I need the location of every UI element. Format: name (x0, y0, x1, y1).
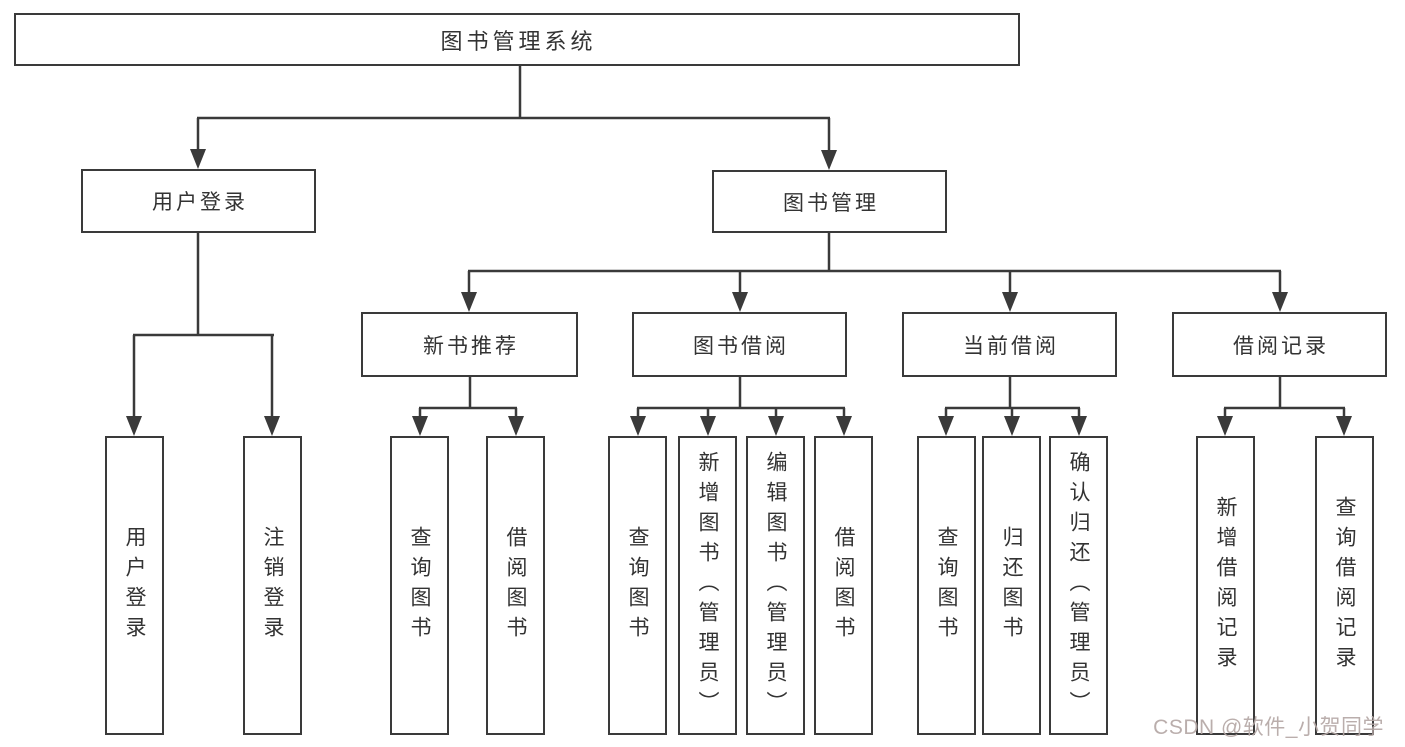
leaf-borrow-books-label: 借阅图书 (832, 525, 855, 646)
node-book-management-label: 图书管理 (783, 191, 879, 215)
node-new-book-recommend: 新书推荐 (361, 312, 578, 377)
leaf-add-borrow-record: 新增借阅记录 (1196, 436, 1255, 735)
node-user-login: 用户登录 (81, 169, 316, 233)
leaf-logout: 注销登录 (243, 436, 302, 735)
leaf-query-borrow-record-label: 查询借阅记录 (1333, 495, 1356, 676)
node-current-borrow: 当前借阅 (902, 312, 1117, 377)
leaf-user-login-label: 用户登录 (123, 525, 146, 646)
node-new-book-recommend-label: 新书推荐 (423, 334, 519, 358)
leaf-query-books-newbooks-label: 查询图书 (408, 525, 431, 646)
leaf-query-books-newbooks: 查询图书 (390, 436, 449, 735)
leaf-borrow-books-newbooks: 借阅图书 (486, 436, 545, 735)
node-book-borrow-label: 图书借阅 (693, 334, 789, 358)
node-root-label: 图书管理系统 (440, 28, 597, 54)
node-user-login-label: 用户登录 (152, 191, 248, 214)
node-current-borrow-label: 当前借阅 (963, 334, 1059, 358)
leaf-query-borrow-record: 查询借阅记录 (1315, 436, 1374, 735)
leaf-query-books-borrow: 查询图书 (608, 436, 667, 735)
node-root: 图书管理系统 (14, 13, 1020, 66)
node-book-borrow: 图书借阅 (632, 312, 847, 377)
leaf-confirm-return-admin-label: 确认归还（管理员） (1067, 450, 1090, 721)
leaf-borrow-books: 借阅图书 (814, 436, 873, 735)
leaf-logout-label: 注销登录 (261, 525, 284, 646)
leaf-user-login: 用户登录 (105, 436, 164, 735)
leaf-edit-books-admin: 编辑图书（管理员） (746, 436, 805, 735)
leaf-add-borrow-record-label: 新增借阅记录 (1214, 495, 1237, 676)
leaf-add-books-admin: 新增图书（管理员） (678, 436, 737, 735)
leaf-return-books: 归还图书 (982, 436, 1041, 735)
leaf-confirm-return-admin: 确认归还（管理员） (1049, 436, 1108, 735)
leaf-query-books-current-label: 查询图书 (935, 525, 958, 646)
leaf-edit-books-admin-label: 编辑图书（管理员） (764, 450, 787, 721)
leaf-return-books-label: 归还图书 (1000, 525, 1023, 646)
leaf-add-books-admin-label: 新增图书（管理员） (696, 450, 719, 721)
node-book-management: 图书管理 (712, 170, 947, 233)
leaf-query-books-current: 查询图书 (917, 436, 976, 735)
node-borrow-records-label: 借阅记录 (1233, 334, 1329, 358)
leaf-borrow-books-newbooks-label: 借阅图书 (504, 525, 527, 646)
node-borrow-records: 借阅记录 (1172, 312, 1387, 377)
csdn-watermark: CSDN @软件_小贺同学 (1153, 716, 1384, 739)
leaf-query-books-borrow-label: 查询图书 (626, 525, 649, 646)
